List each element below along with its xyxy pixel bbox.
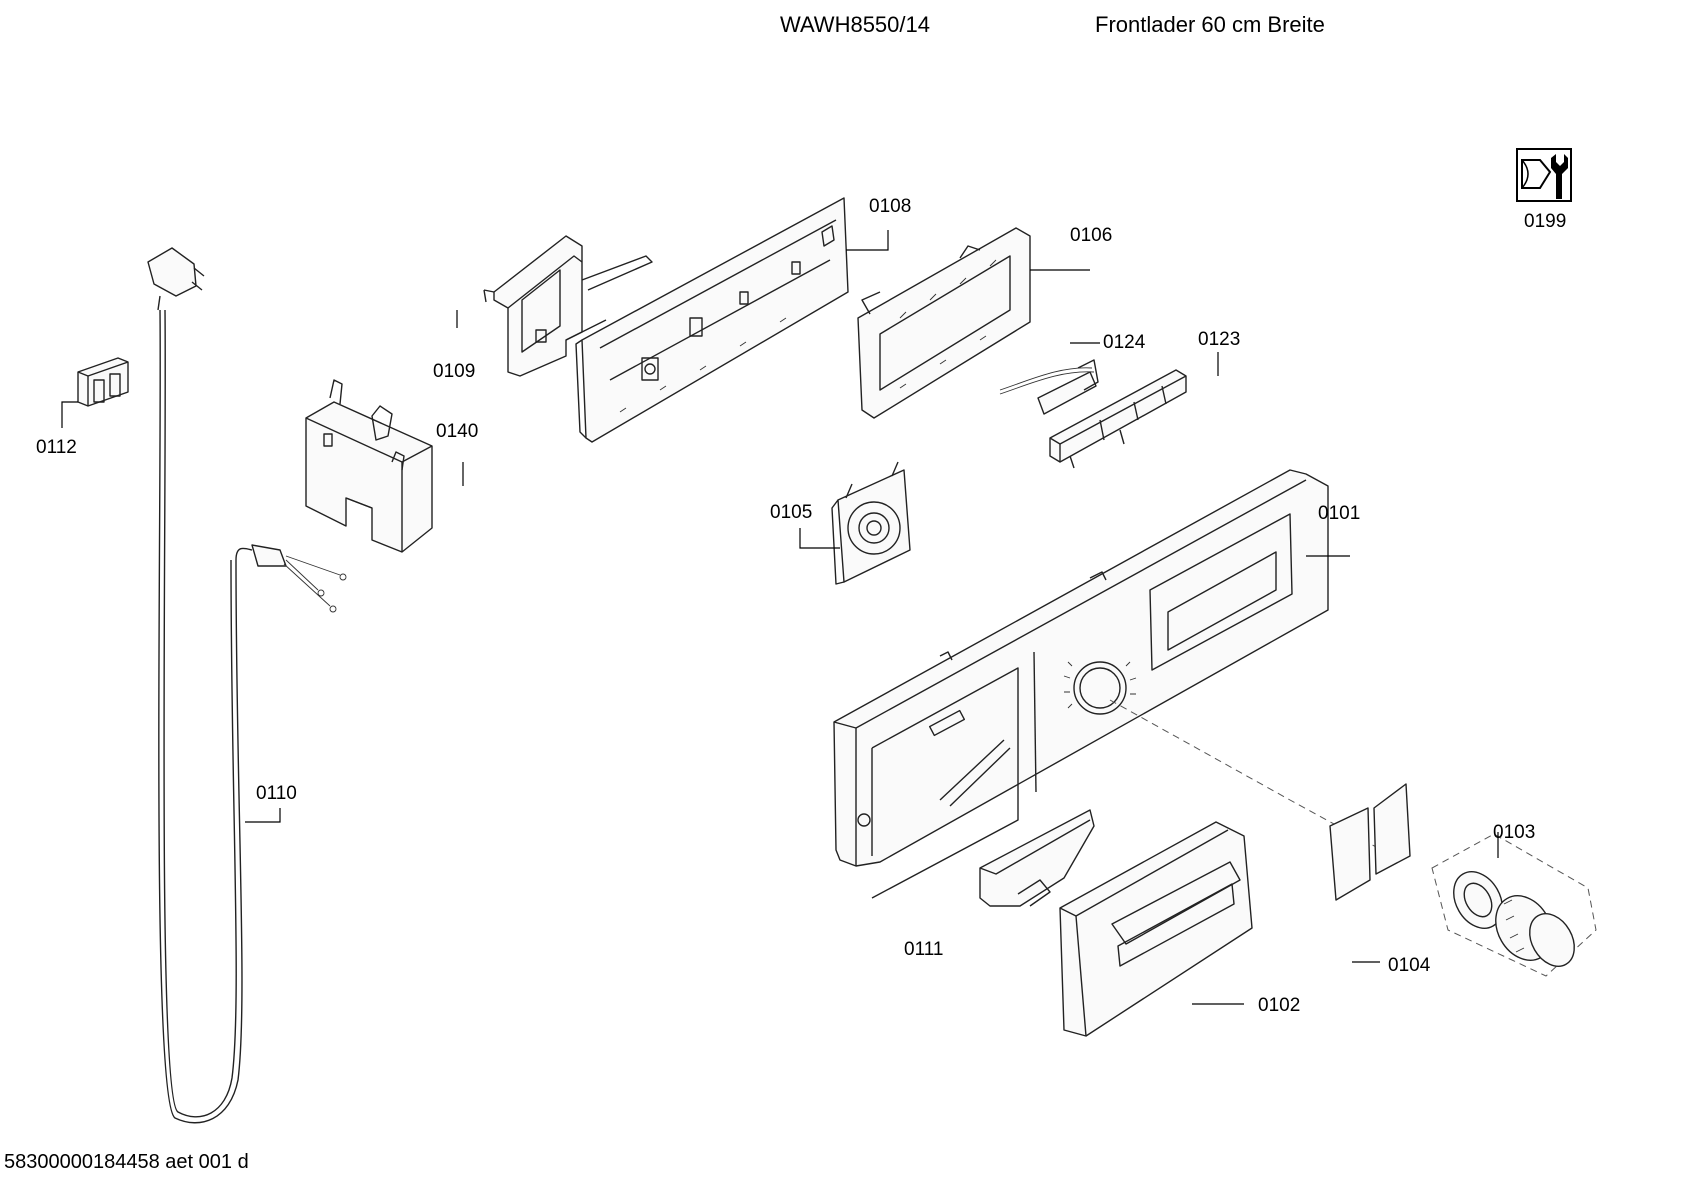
part-0112-cable-clip <box>77 357 129 407</box>
part-label-0140: 0140 <box>436 421 478 442</box>
wrench-and-nut-icon <box>1516 148 1572 202</box>
part-0124-sensor-lead <box>999 359 1099 415</box>
part-label-0108: 0108 <box>869 196 911 217</box>
part-0105-program-selector <box>831 461 911 585</box>
document-code: 58300000184458 aet 001 d <box>4 1151 249 1173</box>
part-label-0109: 0109 <box>433 361 475 382</box>
part-label-0106: 0106 <box>1070 225 1112 246</box>
part-0110-mains-cable <box>147 247 347 1124</box>
part-0123-holder-rail <box>1049 369 1187 469</box>
part-0101-control-panel <box>833 469 1329 899</box>
part-label-0124: 0124 <box>1103 332 1146 353</box>
part-label-0123: 0123 <box>1198 329 1240 350</box>
part-label-0104: 0104 <box>1388 955 1431 976</box>
part-0111-dispenser-insert <box>979 809 1095 907</box>
part-label-0199: 0199 <box>1524 211 1566 232</box>
part-label-0101: 0101 <box>1318 503 1360 524</box>
part-label-0105: 0105 <box>770 502 812 523</box>
part-label-0111: 0111 <box>904 939 943 960</box>
part-0102-drawer-handle <box>1059 821 1253 1037</box>
part-label-0103: 0103 <box>1493 822 1535 843</box>
model-description: Frontlader 60 cm Breite <box>1095 12 1325 37</box>
part-0109-holder-bracket <box>483 235 653 377</box>
part-0103-selector-knob <box>1431 833 1597 977</box>
part-0104-panel-labels <box>1329 783 1411 901</box>
part-0140-suppressor-box <box>305 379 433 553</box>
part-0108-control-module <box>575 197 849 443</box>
model-number: WAWH8550/14 <box>780 12 930 37</box>
part-label-0112: 0112 <box>36 437 77 458</box>
part-label-0102: 0102 <box>1258 995 1300 1016</box>
part-0106-display-frame <box>857 227 1031 419</box>
part-label-0110: 0110 <box>256 783 297 804</box>
